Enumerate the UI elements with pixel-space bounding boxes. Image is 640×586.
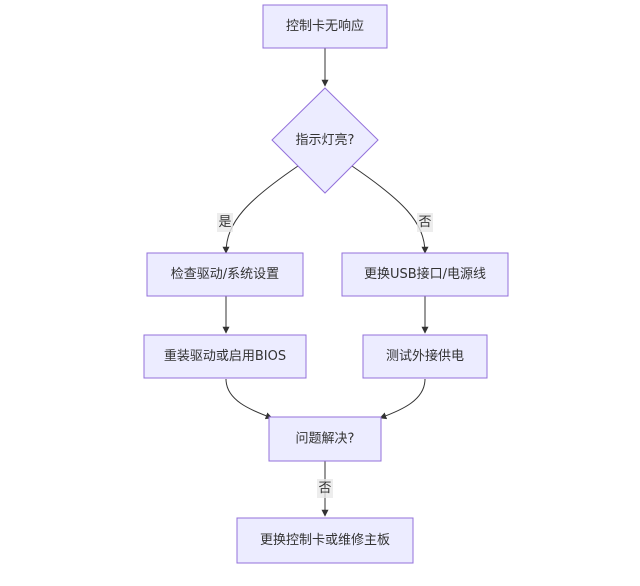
edge-label-no-text: 否 bbox=[418, 215, 431, 230]
node-final: 更换控制卡或维修主板 bbox=[236, 517, 414, 564]
node-start-label: 控制卡无响应 bbox=[286, 18, 364, 34]
edge-label-no-2-text: 否 bbox=[318, 481, 331, 496]
node-replace-usb: 更换USB接口/电源线 bbox=[341, 252, 509, 297]
edge-label-no-2: 否 bbox=[317, 479, 333, 498]
node-decision1: 指示灯亮? bbox=[271, 87, 379, 194]
edge-label-no: 否 bbox=[417, 213, 433, 232]
node-test-power: 测试外接供电 bbox=[362, 334, 488, 379]
node-start: 控制卡无响应 bbox=[262, 4, 388, 49]
node-final-label: 更换控制卡或维修主板 bbox=[260, 533, 390, 548]
edge-decision1-to-check-driver bbox=[222, 165, 299, 254]
node-reinstall-driver: 重装驱动或启用BIOS bbox=[143, 334, 307, 379]
edge-decision1-to-replace-usb bbox=[351, 165, 429, 254]
node-check-driver-label: 检查驱动/系统设置 bbox=[171, 267, 279, 282]
node-test-power-label: 测试外接供电 bbox=[386, 348, 464, 364]
edge-label-yes: 是 bbox=[217, 213, 233, 232]
node-replace-usb-label: 更换USB接口/电源线 bbox=[364, 266, 486, 282]
node-check-driver: 检查驱动/系统设置 bbox=[146, 252, 304, 297]
node-decision2-label: 问题解决? bbox=[296, 432, 355, 447]
edge-label-yes-text: 是 bbox=[218, 215, 231, 230]
edges bbox=[222, 48, 429, 517]
edge-reinstall-to-decision2 bbox=[225, 378, 273, 420]
edge-test-power-to-decision2 bbox=[379, 378, 426, 420]
node-decision2: 问题解决? bbox=[268, 416, 382, 462]
node-reinstall-driver-label: 重装驱动或启用BIOS bbox=[164, 348, 286, 364]
node-decision1-label: 指示灯亮? bbox=[296, 132, 355, 148]
